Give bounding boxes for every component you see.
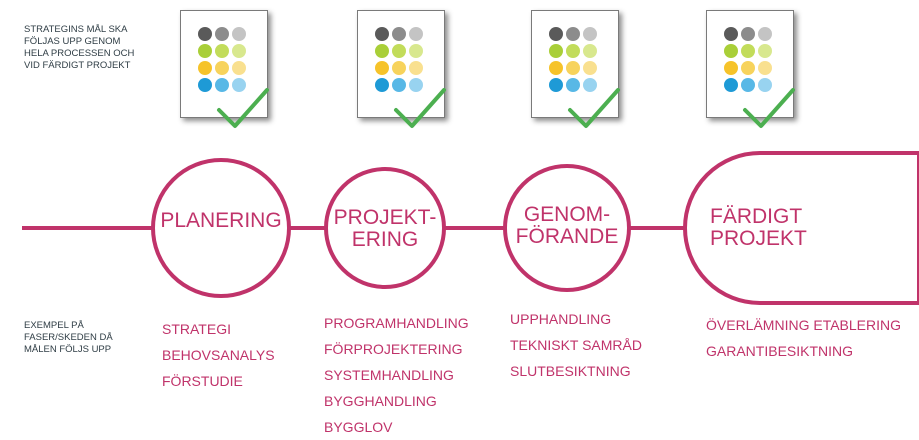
goal-dot <box>741 26 755 41</box>
goal-dot <box>198 60 212 75</box>
goal-dot <box>409 26 423 41</box>
phase-items-genomforande: UPPHANDLING TEKNISKT SAMRÅD SLUTBESIKTNI… <box>510 306 642 384</box>
goal-dot <box>198 43 212 58</box>
list-item: BYGGLOV <box>324 419 393 435</box>
goal-dot <box>724 77 738 92</box>
goal-dot <box>724 43 738 58</box>
goal-dot <box>583 26 597 41</box>
goal-dot <box>392 26 406 41</box>
goal-dot <box>566 26 580 41</box>
goal-dot <box>375 60 389 75</box>
list-item: FÖRPROJEKTERING <box>324 341 463 357</box>
goal-dot <box>392 43 406 58</box>
phase-items-fardigt-projekt: ÖVERLÄMNING ETABLERING GARANTIBESIKTNING <box>706 312 901 364</box>
phase-label-planering: PLANERING <box>160 209 282 232</box>
phase-circle-projektering <box>324 167 446 289</box>
phase-label-fardigt-projekt: FÄRDIGT PROJEKT <box>710 205 807 250</box>
goal-dot <box>198 77 212 92</box>
phase-label-genomforande: GENOM- FÖRANDE <box>515 203 619 248</box>
goal-dot <box>549 60 563 75</box>
goal-dot <box>375 77 389 92</box>
goal-dot <box>583 43 597 58</box>
list-item: SYSTEMHANDLING <box>324 367 454 383</box>
goal-dot <box>549 43 563 58</box>
goal-dot <box>409 60 423 75</box>
list-item: TEKNISKT SAMRÅD <box>510 337 642 353</box>
goal-dot <box>549 26 563 41</box>
goal-dot <box>215 26 229 41</box>
list-item: SLUTBESIKTNING <box>510 363 631 379</box>
goal-dot <box>375 26 389 41</box>
goal-dot <box>198 26 212 41</box>
goal-dot <box>566 43 580 58</box>
goal-dot <box>724 26 738 41</box>
goal-dot <box>375 43 389 58</box>
list-item: BEHOVSANALYS <box>162 347 275 363</box>
phase-shape-fardigt-projekt <box>683 151 919 305</box>
list-item: UPPHANDLING <box>510 311 612 327</box>
goal-dot <box>232 60 246 75</box>
phase-label-projektering: PROJEKT- ERING <box>333 206 437 251</box>
goal-dot <box>724 60 738 75</box>
phase-items-projektering: PROGRAMHANDLING FÖRPROJEKTERING SYSTEMHA… <box>324 310 469 440</box>
goal-dot <box>583 60 597 75</box>
phase-circle-genomforande <box>503 164 631 292</box>
goal-dots-grid <box>549 25 600 93</box>
goals-follow-up-note: STRATEGINS MÅL SKA FÖLJAS UPP GENOM HELA… <box>24 24 135 71</box>
goal-dot <box>741 60 755 75</box>
goal-dot <box>215 43 229 58</box>
phase-items-planering: STRATEGI BEHOVSANALYS FÖRSTUDIE <box>162 316 275 394</box>
goal-dot <box>741 43 755 58</box>
list-item: STRATEGI <box>162 321 231 337</box>
goal-dot <box>566 60 580 75</box>
goal-dot <box>758 26 772 41</box>
list-item: BYGGHANDLING <box>324 393 437 409</box>
goal-dot <box>758 60 772 75</box>
goal-dots-grid <box>375 25 426 93</box>
list-item: ÖVERLÄMNING ETABLERING <box>706 317 902 333</box>
goal-dot <box>409 43 423 58</box>
list-item: FÖRSTUDIE <box>162 373 243 389</box>
goal-dot <box>232 26 246 41</box>
list-item: GARANTIBESIKTNING <box>706 343 854 359</box>
phases-example-note: EXEMPEL PÅ FASER/SKEDEN DÅ MÅLEN FÖLJS U… <box>24 320 113 355</box>
phase-circle-planering <box>151 158 291 298</box>
list-item: PROGRAMHANDLING <box>324 315 469 331</box>
goal-dot <box>392 60 406 75</box>
goal-dot <box>758 43 772 58</box>
goal-dot <box>232 43 246 58</box>
goal-dot <box>549 77 563 92</box>
goal-dot <box>215 60 229 75</box>
